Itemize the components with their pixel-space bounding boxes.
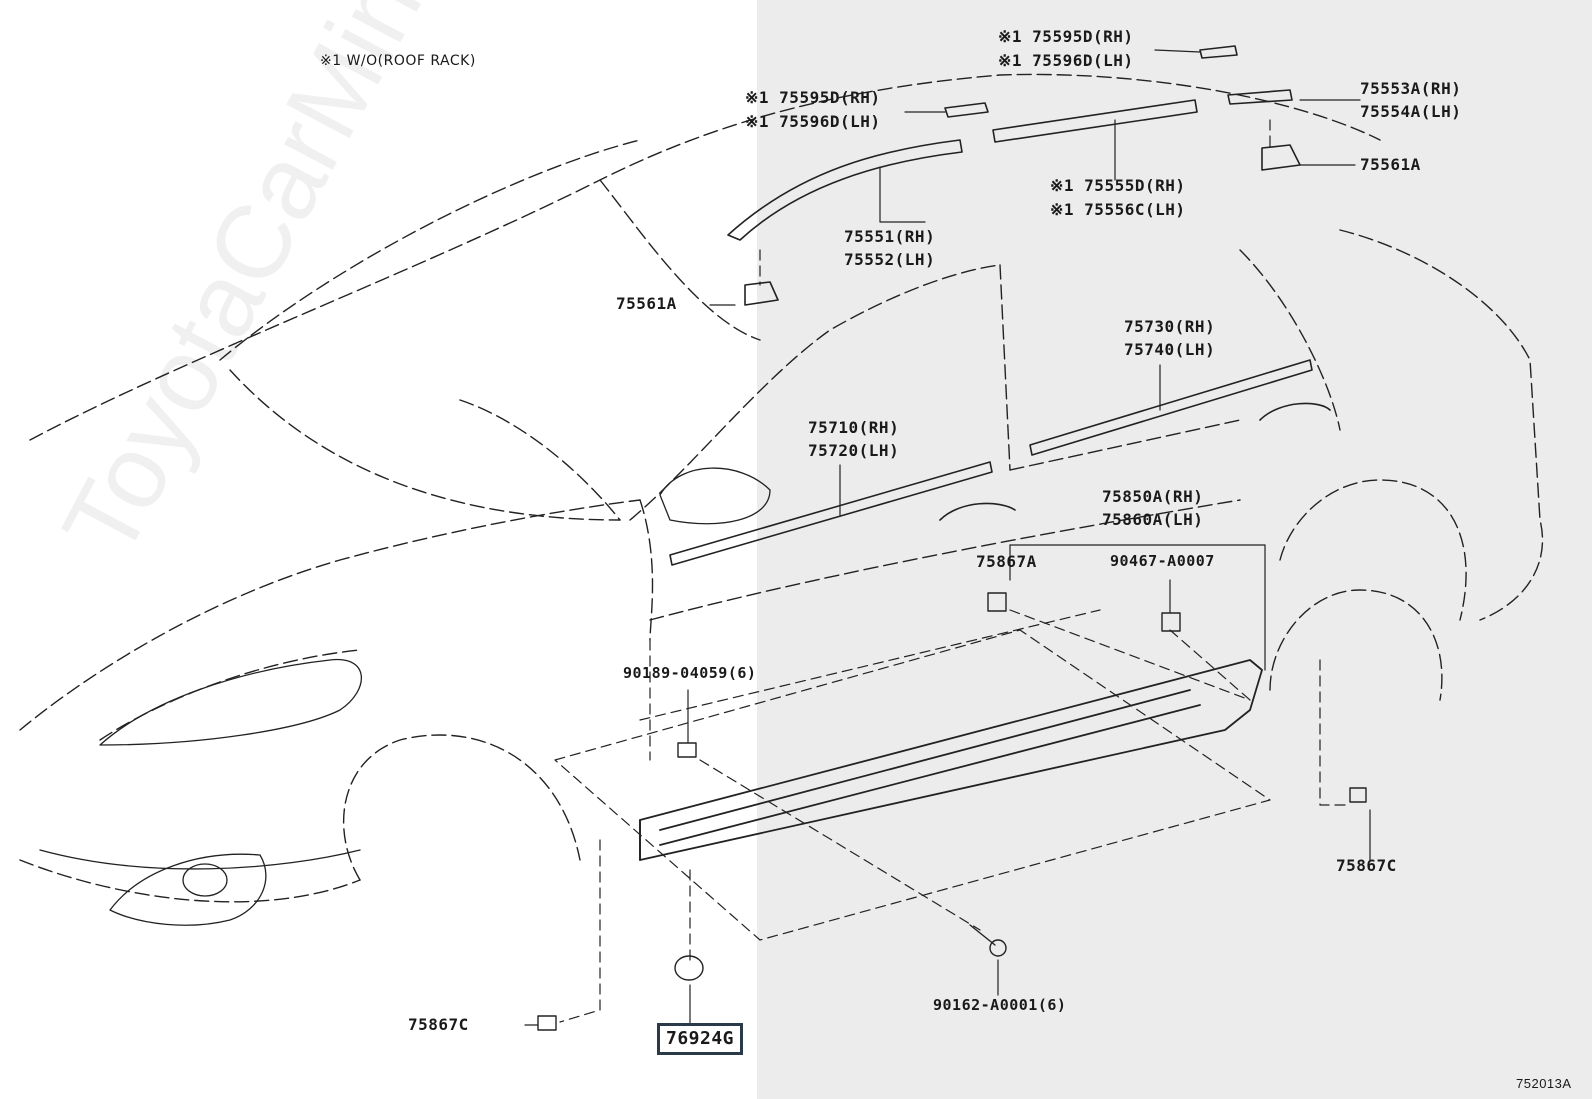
part-75551[interactable]: 75551(RH)	[844, 227, 936, 246]
part-75596D-mid[interactable]: ※1 75596D(LH)	[745, 112, 881, 131]
part-75850A[interactable]: 75850A(RH)	[1102, 487, 1204, 506]
part-75556C[interactable]: ※1 75556C(LH)	[1050, 200, 1186, 219]
part-75730[interactable]: 75730(RH)	[1124, 317, 1216, 336]
car-body-outline	[19, 73, 1544, 903]
part-75596D-top[interactable]: ※1 75596D(LH)	[998, 51, 1134, 70]
part-75553A[interactable]: 75553A(RH)	[1360, 79, 1462, 98]
part-75552[interactable]: 75552(LH)	[844, 250, 936, 269]
part-75595D-mid[interactable]: ※1 75595D(RH)	[745, 88, 881, 107]
part-75561A-right[interactable]: 75561A	[1360, 155, 1421, 174]
part-75867A[interactable]: 75867A	[976, 552, 1037, 571]
part-75740[interactable]: 75740(LH)	[1124, 340, 1216, 359]
diagram-code: 752013A	[1516, 1076, 1572, 1091]
part-75867C-right[interactable]: 75867C	[1336, 856, 1397, 875]
part-75555D[interactable]: ※1 75555D(RH)	[1050, 176, 1186, 195]
part-75554A[interactable]: 75554A(LH)	[1360, 102, 1462, 121]
rocker-panel	[639, 659, 1263, 861]
roof-moldings	[727, 45, 1301, 306]
belt-moldings	[669, 359, 1331, 566]
part-75710[interactable]: 75710(RH)	[808, 418, 900, 437]
part-75561A-left[interactable]: 75561A	[616, 294, 677, 313]
part-90162-A0001[interactable]: 90162-A0001(6)	[933, 996, 1067, 1014]
part-75860A[interactable]: 75860A(LH)	[1102, 510, 1204, 529]
part-90467-A0007[interactable]: 90467-A0007	[1110, 552, 1215, 570]
part-75720[interactable]: 75720(LH)	[808, 441, 900, 460]
part-75867C-left[interactable]: 75867C	[408, 1015, 469, 1034]
part-75595D-top[interactable]: ※1 75595D(RH)	[998, 27, 1134, 46]
leader-lines	[524, 49, 1371, 1031]
assembly-lines	[554, 119, 1346, 1023]
fasteners	[537, 592, 1367, 1031]
part-90189-04059[interactable]: 90189-04059(6)	[623, 664, 757, 682]
part-76924G-highlighted[interactable]: 76924G	[657, 1023, 744, 1055]
shaded-background-panel	[757, 0, 1592, 1099]
note-without-roof-rack: ※1 W/O(ROOF RACK)	[320, 53, 476, 69]
front-details	[39, 467, 771, 926]
